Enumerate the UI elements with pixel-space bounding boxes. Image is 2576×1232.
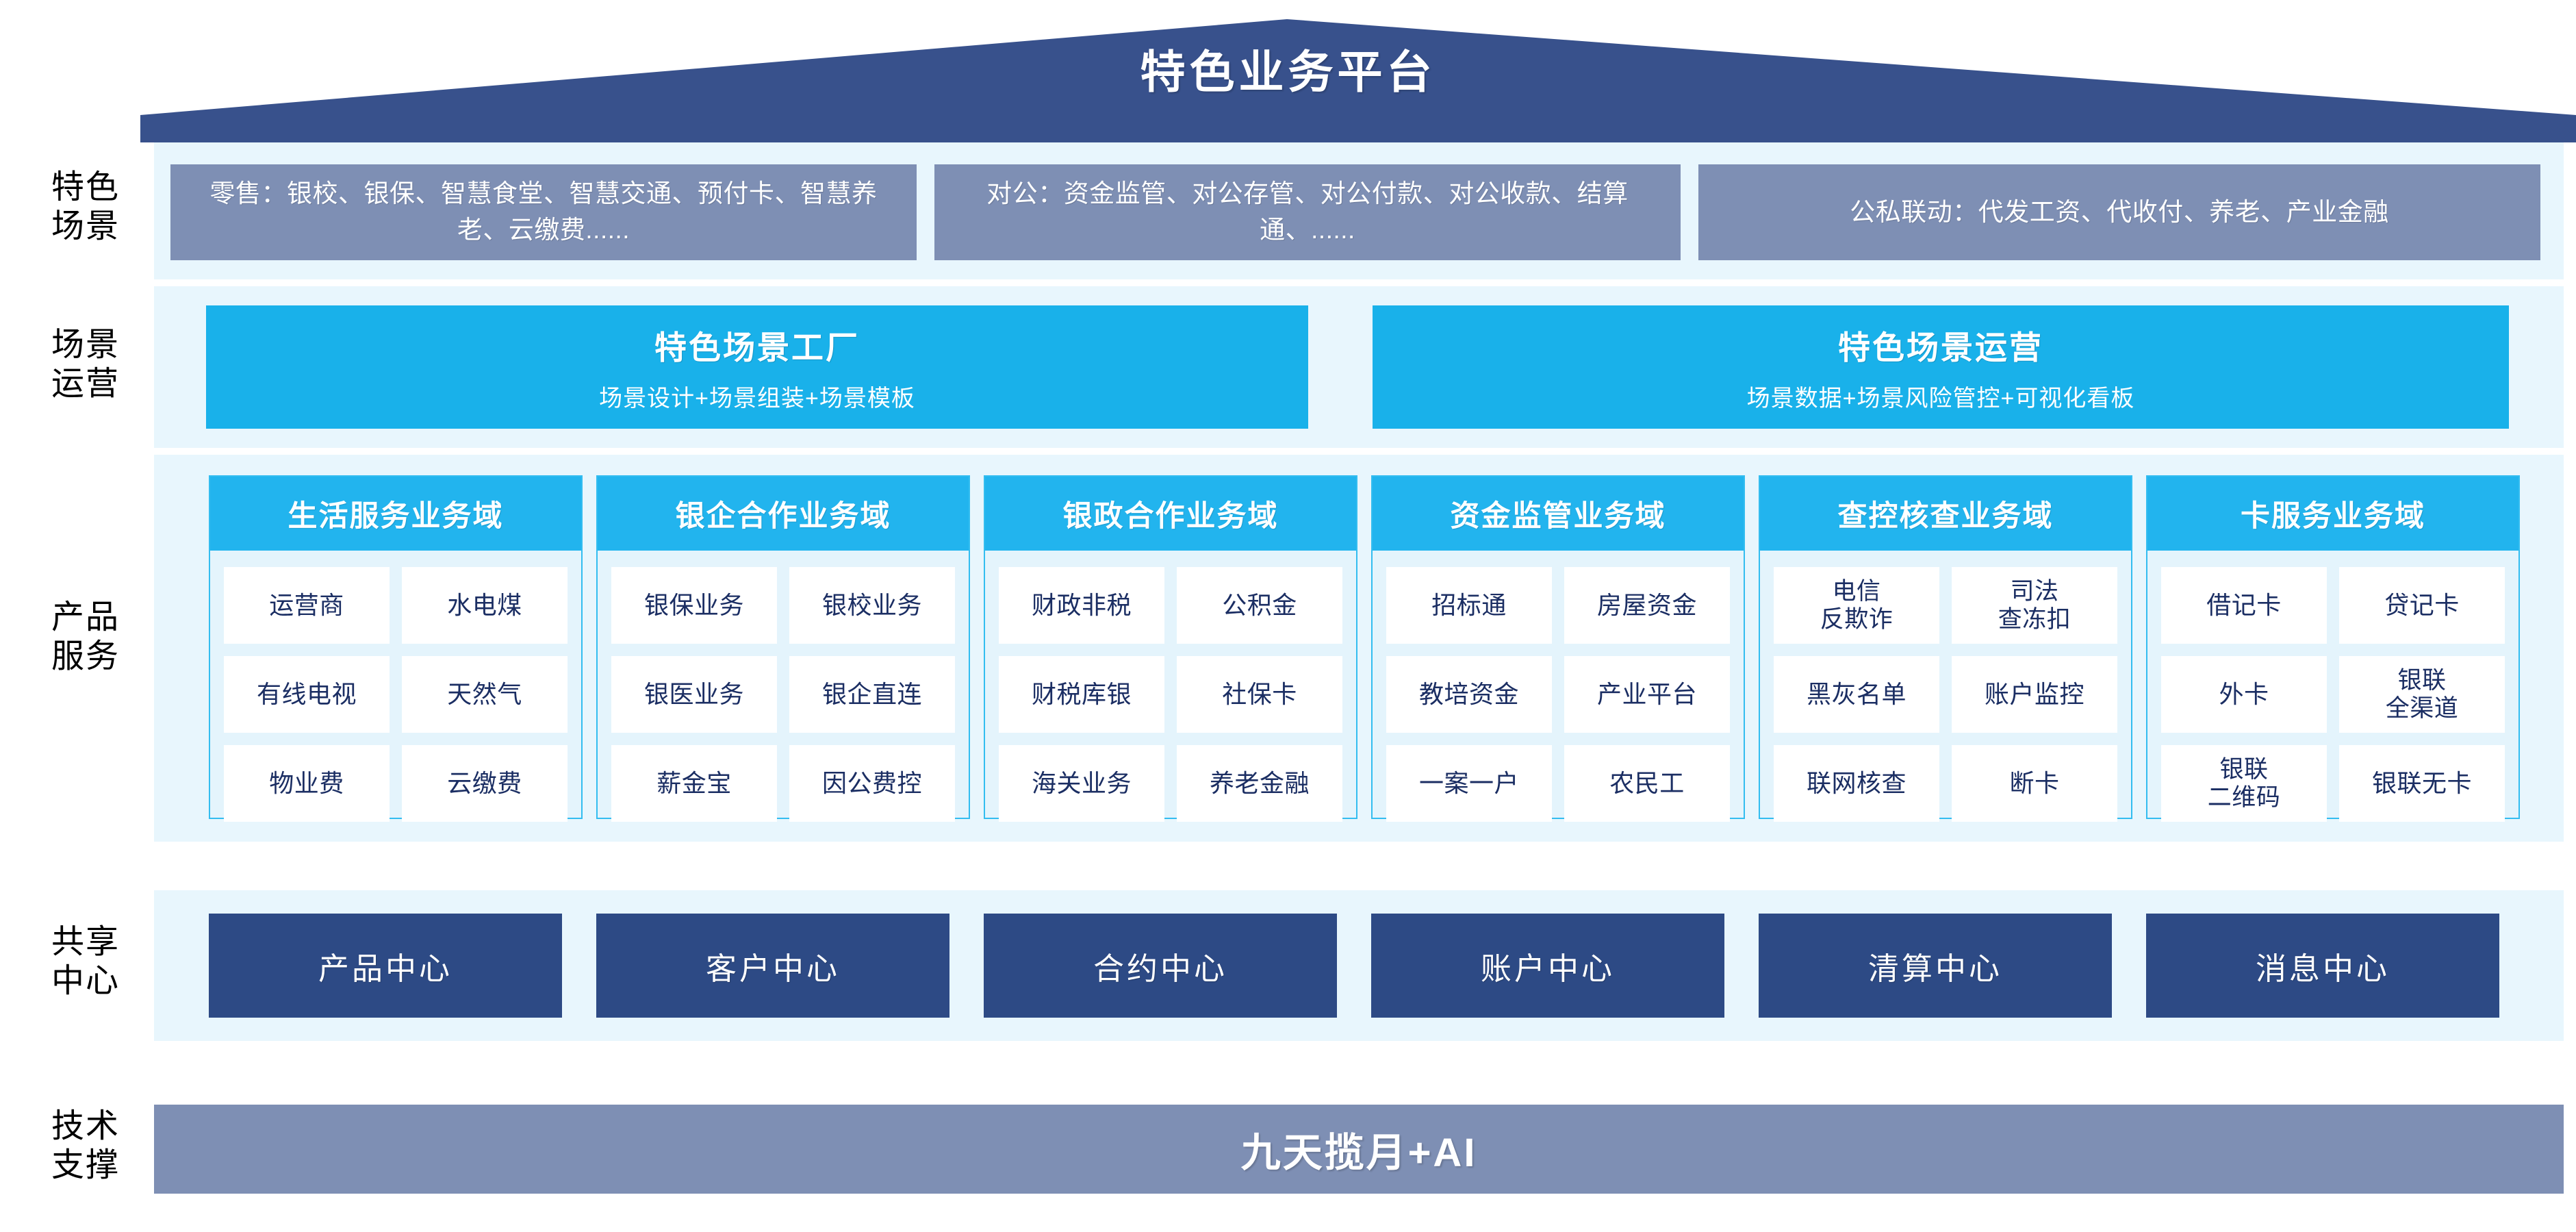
domain-cell[interactable]: 银联 全渠道 <box>2339 656 2505 733</box>
ops-box-scene-factory[interactable]: 特色场景工厂 场景设计+场景组装+场景模板 <box>206 305 1308 429</box>
domain-cell-grid: 借记卡 贷记卡 外卡 银联 全渠道 银联 二维码 银联无卡 <box>2147 551 2518 837</box>
ops-title: 特色场景工厂 <box>654 329 860 366</box>
domain-cell[interactable]: 财政非税 <box>999 567 1164 644</box>
platform-header: 特色业务平台 <box>0 0 2576 142</box>
domain-cell[interactable]: 天然气 <box>402 656 568 733</box>
row-label-scenarios: 特色 场景 <box>21 168 151 246</box>
domain-title: 银企合作业务域 <box>598 477 969 551</box>
domain-title: 卡服务业务域 <box>2147 477 2518 551</box>
domain-cell[interactable]: 公积金 <box>1177 567 1342 644</box>
domain-cell[interactable]: 银医业务 <box>611 656 777 733</box>
domain-cell[interactable]: 黑灰名单 <box>1774 656 1939 733</box>
domain-title: 查控核查业务域 <box>1760 477 2131 551</box>
domain-cell[interactable]: 贷记卡 <box>2339 567 2505 644</box>
domain-bank-government[interactable]: 银政合作业务域 财政非税 公积金 财税库银 社保卡 海关业务 养老金融 <box>984 475 1357 822</box>
shared-center-customer[interactable]: 客户中心 <box>596 914 949 1018</box>
operations-panel: 特色场景工厂 场景设计+场景组装+场景模板 特色场景运营 场景数据+场景风险管控… <box>154 286 2564 448</box>
domain-fund-supervision[interactable]: 资金监管业务域 招标通 房屋资金 教培资金 产业平台 一案一户 农民工 <box>1371 475 1745 822</box>
domain-title: 资金监管业务域 <box>1373 477 1744 551</box>
domain-title: 生活服务业务域 <box>210 477 581 551</box>
domain-cell[interactable]: 联网核查 <box>1774 745 1939 822</box>
row-label-line2: 支撑 <box>51 1146 120 1183</box>
scenario-box-corporate[interactable]: 对公：资金监管、对公存管、对公付款、对公收款、结算通、...... <box>934 164 1681 260</box>
ops-subtitle: 场景设计+场景组装+场景模板 <box>599 386 915 412</box>
row-label-line2: 中心 <box>51 962 120 999</box>
domain-cell[interactable]: 司法 查冻扣 <box>1952 567 2117 644</box>
page-title: 特色业务平台 <box>1140 47 1436 97</box>
domain-cell[interactable]: 招标通 <box>1386 567 1552 644</box>
domain-cell[interactable]: 电信 反欺诈 <box>1774 567 1939 644</box>
domain-cell[interactable]: 银企直连 <box>789 656 955 733</box>
domain-bank-enterprise[interactable]: 银企合作业务域 银保业务 银校业务 银医业务 银企直连 薪金宝 因公费控 <box>596 475 970 822</box>
row-label-shared-centers: 共享 中心 <box>21 923 151 1001</box>
ops-box-scene-operation[interactable]: 特色场景运营 场景数据+场景风险管控+可视化看板 <box>1373 305 2509 429</box>
domain-cell[interactable]: 海关业务 <box>999 745 1164 822</box>
row-label-tech-support: 技术 支撑 <box>21 1107 151 1185</box>
domain-investigation-control[interactable]: 查控核查业务域 电信 反欺诈 司法 查冻扣 黑灰名单 账户监控 联网核查 断卡 <box>1759 475 2132 822</box>
row-label-operations: 场景 运营 <box>21 326 151 403</box>
domain-cell[interactable]: 银保业务 <box>611 567 777 644</box>
row-label-line2: 运营 <box>51 365 120 402</box>
scenario-box-retail[interactable]: 零售：银校、银保、智慧食堂、智慧交通、预付卡、智慧养老、云缴费...... <box>170 164 917 260</box>
scenario-box-public-private[interactable]: 公私联动：代发工资、代收付、养老、产业金融 <box>1698 164 2540 260</box>
domain-cell[interactable]: 云缴费 <box>402 745 568 822</box>
domain-cell[interactable]: 因公费控 <box>789 745 955 822</box>
domain-cell[interactable]: 农民工 <box>1564 745 1730 822</box>
shared-center-account[interactable]: 账户中心 <box>1371 914 1724 1018</box>
domain-cell-grid: 运营商 水电煤 有线电视 天然气 物业费 云缴费 <box>210 551 581 837</box>
domain-cell[interactable]: 银联无卡 <box>2339 745 2505 822</box>
row-label-line1: 共享 <box>51 924 120 960</box>
domain-cell[interactable]: 外卡 <box>2161 656 2327 733</box>
domain-cell-grid: 财政非税 公积金 财税库银 社保卡 海关业务 养老金融 <box>985 551 1356 837</box>
shared-center-product[interactable]: 产品中心 <box>209 914 562 1018</box>
domain-cell[interactable]: 有线电视 <box>224 656 390 733</box>
domain-cell-grid: 银保业务 银校业务 银医业务 银企直连 薪金宝 因公费控 <box>598 551 969 837</box>
row-label-line1: 产品 <box>51 599 120 636</box>
roof-shape <box>140 19 2576 142</box>
shared-centers-panel: 产品中心 客户中心 合约中心 账户中心 清算中心 消息中心 <box>154 890 2564 1041</box>
row-label-line2: 服务 <box>51 638 120 675</box>
row-label-product-services: 产品 服务 <box>21 599 151 676</box>
domain-cell-grid: 电信 反欺诈 司法 查冻扣 黑灰名单 账户监控 联网核查 断卡 <box>1760 551 2131 837</box>
row-label-line1: 场景 <box>51 327 120 363</box>
scenarios-panel: 零售：银校、银保、智慧食堂、智慧交通、预付卡、智慧养老、云缴费...... 对公… <box>154 142 2564 279</box>
domain-title: 银政合作业务域 <box>985 477 1356 551</box>
domain-card-services[interactable]: 卡服务业务域 借记卡 贷记卡 外卡 银联 全渠道 银联 二维码 银联无卡 <box>2146 475 2520 822</box>
domain-cell[interactable]: 社保卡 <box>1177 656 1342 733</box>
domain-cell[interactable]: 运营商 <box>224 567 390 644</box>
row-label-line2: 场景 <box>51 208 120 244</box>
domain-cell[interactable]: 断卡 <box>1952 745 2117 822</box>
domain-cell[interactable]: 教培资金 <box>1386 656 1552 733</box>
shared-center-contract[interactable]: 合约中心 <box>984 914 1337 1018</box>
domain-cell[interactable]: 薪金宝 <box>611 745 777 822</box>
domain-cell[interactable]: 房屋资金 <box>1564 567 1730 644</box>
tech-support-bar[interactable]: 九天揽月+AI <box>154 1105 2564 1194</box>
row-label-line1: 技术 <box>51 1108 120 1144</box>
domain-cell[interactable]: 账户监控 <box>1952 656 2117 733</box>
domain-cell[interactable]: 财税库银 <box>999 656 1164 733</box>
domain-cell[interactable]: 一案一户 <box>1386 745 1552 822</box>
domain-cell[interactable]: 产业平台 <box>1564 656 1730 733</box>
ops-subtitle: 场景数据+场景风险管控+可视化看板 <box>1746 386 2135 412</box>
domain-cell[interactable]: 借记卡 <box>2161 567 2327 644</box>
ops-title: 特色场景运营 <box>1838 329 2043 366</box>
domain-cell[interactable]: 养老金融 <box>1177 745 1342 822</box>
shared-center-settlement[interactable]: 清算中心 <box>1759 914 2112 1018</box>
domain-cell[interactable]: 物业费 <box>224 745 390 822</box>
domain-cell[interactable]: 银联 二维码 <box>2161 745 2327 822</box>
domain-cell-grid: 招标通 房屋资金 教培资金 产业平台 一案一户 农民工 <box>1373 551 1744 837</box>
shared-center-message[interactable]: 消息中心 <box>2146 914 2499 1018</box>
product-services-panel: 生活服务业务域 运营商 水电煤 有线电视 天然气 物业费 云缴费 银企合作业务域… <box>154 455 2564 842</box>
domain-life-services[interactable]: 生活服务业务域 运营商 水电煤 有线电视 天然气 物业费 云缴费 <box>209 475 583 822</box>
row-label-line1: 特色 <box>51 169 120 205</box>
domain-cell[interactable]: 水电煤 <box>402 567 568 644</box>
domain-cell[interactable]: 银校业务 <box>789 567 955 644</box>
